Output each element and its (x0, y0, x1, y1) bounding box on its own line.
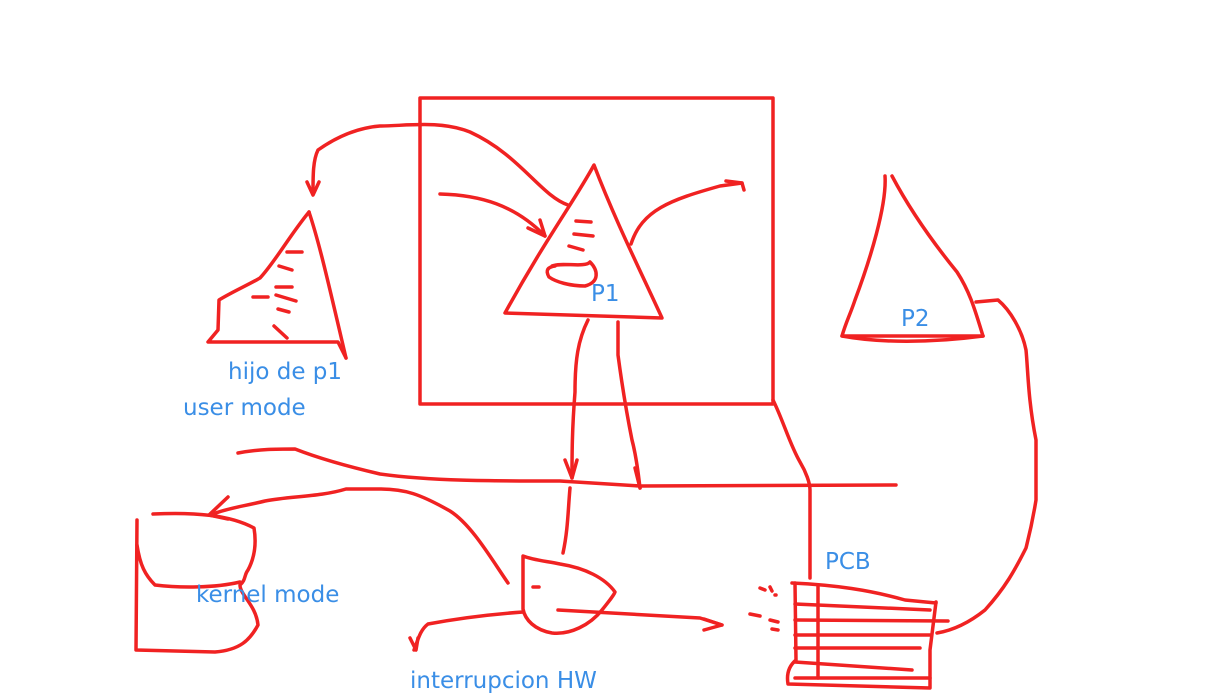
ink-layer (134, 96, 1038, 690)
arrow-to-kernel-mode-head (207, 495, 230, 521)
p1-label: P1 (591, 281, 620, 307)
p2-to-pcb-curve (935, 298, 1038, 635)
handler-to-pcb-arrow (556, 608, 724, 627)
pcb-label: PCB (825, 549, 871, 575)
pcb-side-marks (748, 585, 780, 632)
interrupt-handler-shape (521, 554, 617, 635)
p1-process-triangle (503, 163, 664, 320)
kernel-mode-inner-arc (135, 543, 242, 589)
syscall-arrow-down (570, 318, 590, 480)
pcb-table (785, 581, 950, 690)
fork-arrow-to-child-head (305, 180, 321, 197)
fork-arrow-to-child (311, 122, 570, 207)
syscall-into-handler (561, 486, 572, 555)
kernel-mode-shape (134, 511, 260, 654)
child-process-label: hijo de p1 (228, 359, 343, 385)
user-mode-label: user mode (183, 395, 306, 421)
arrow-to-kernel-mode (211, 487, 510, 585)
p2-process-triangle (840, 174, 985, 343)
arrow-out-of-p1-head (724, 179, 746, 192)
p2-label: P2 (901, 306, 930, 332)
arrow-into-p1 (438, 192, 547, 238)
user-kernel-boundary (236, 447, 898, 488)
hw-interrupt-arrow-tip (408, 636, 420, 652)
return-arrow-down (616, 320, 642, 490)
arrow-into-p1-head (526, 218, 547, 238)
hw-interrupt-arrow (412, 610, 525, 652)
hw-interrupt-label: interrupcion HW (410, 668, 597, 694)
child-process-triangle (206, 210, 348, 360)
kernel-mode-label: kernel mode (196, 582, 340, 608)
arrow-out-of-p1 (629, 181, 744, 246)
syscall-arrow-down-head (563, 458, 579, 480)
box-to-pcb-line (771, 398, 812, 580)
user-space-box (418, 96, 775, 406)
handler-to-pcb-arrow-head (702, 617, 724, 632)
